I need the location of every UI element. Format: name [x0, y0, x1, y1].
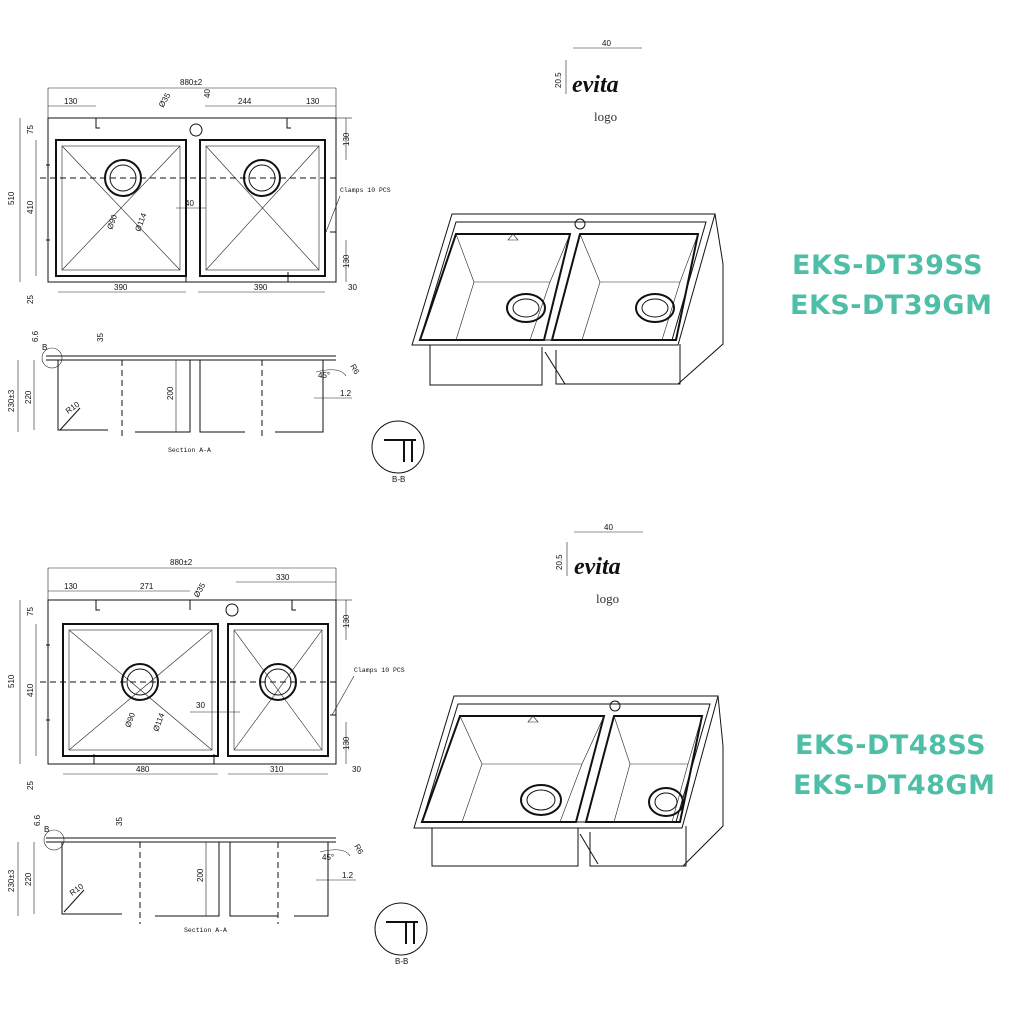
logo-width-dim: 40: [604, 523, 613, 532]
dim-section-angle: 45°: [322, 853, 334, 862]
model-label-dt39gm: EKS-DT39GM: [790, 290, 993, 321]
dim-section-rim: 35: [96, 333, 105, 342]
dim-section-total: 230±3: [7, 869, 16, 892]
brand-logo: evita: [574, 554, 621, 580]
dim-height-bottom: 25: [26, 295, 35, 304]
dim-right-offset: 130: [306, 97, 320, 106]
dim-drain-inner: Ø90: [123, 711, 137, 729]
dim-center-gap: 30: [196, 701, 205, 710]
section-label: Section A-A: [184, 927, 227, 934]
dim-height-inner: 410: [26, 683, 35, 697]
dim-section-r: R6: [348, 363, 361, 377]
logo-height-dim: 20.5: [555, 554, 564, 570]
logo-height-dim: 20.5: [554, 72, 563, 88]
dim-bowl1-width: 390: [114, 283, 128, 292]
dim-section-lip: 6.6: [33, 814, 42, 826]
dim-height-total: 510: [7, 191, 16, 205]
bottom-logo-block: 40 20.5 evita logo: [555, 523, 643, 606]
dim-tap-hole: Ø35: [192, 581, 208, 599]
dim-section-lip: 6.6: [31, 330, 40, 342]
model-label-dt48ss: EKS-DT48SS: [795, 730, 987, 761]
dim-height-total: 510: [7, 674, 16, 688]
dim-section-rim: 35: [115, 817, 124, 826]
dim-right-end: 30: [348, 283, 357, 292]
dim-section-r: R6: [352, 843, 365, 857]
dim-section-angle: 45°: [318, 371, 330, 380]
dim-right-bottom: 130: [342, 736, 351, 750]
logo-caption: logo: [594, 109, 617, 124]
dim-height-top: 75: [26, 125, 35, 134]
dim-drain-inner: Ø90: [105, 213, 119, 231]
dim-section-thickness: 1.2: [340, 389, 352, 398]
dim-section-total: 230±3: [7, 389, 16, 412]
top-plan-view: 880±2 130 244 130 Ø35 40 40 Ø90: [7, 78, 391, 304]
dim-section-radius: R10: [64, 400, 82, 416]
dim-section-depth: 220: [24, 390, 33, 404]
bottom-plan-view: 880±2 130 271 330 Ø35 30 Ø90 Ø114 510 41…: [7, 558, 405, 790]
dim-right-offset: 330: [276, 573, 290, 582]
dim-mid-offset: 244: [238, 97, 252, 106]
model-label-dt39ss: EKS-DT39SS: [792, 250, 984, 281]
dim-section-thickness: 1.2: [342, 871, 354, 880]
dim-section-divider: 200: [196, 868, 205, 882]
dim-hole-offset: 40: [203, 89, 212, 98]
dim-overall-width: 880±2: [170, 558, 193, 567]
dim-bowl1-width: 480: [136, 765, 150, 774]
dim-center-gap: 40: [185, 199, 194, 208]
dim-bowl2-width: 390: [254, 283, 268, 292]
dim-left-offset: 130: [64, 97, 78, 106]
dim-drain-outer: Ø114: [133, 211, 148, 232]
logo-width-dim: 40: [602, 39, 611, 48]
top-sink-isometric: [411, 213, 724, 386]
dim-mid-offset: 271: [140, 582, 154, 591]
detail-label: B-B: [395, 957, 408, 966]
bottom-sink-isometric: [413, 695, 724, 867]
dim-height-bottom: 25: [26, 781, 35, 790]
dim-height-top: 75: [26, 607, 35, 616]
section-b-marker: B: [44, 825, 49, 834]
dim-right-bottom: 130: [342, 254, 351, 268]
dim-section-depth: 220: [24, 872, 33, 886]
dim-right-top: 130: [342, 132, 351, 146]
clamps-note: Clamps 10 PCS: [354, 667, 405, 674]
clamps-note: Clamps 10 PCS: [340, 187, 391, 194]
dim-right-top: 130: [342, 614, 351, 628]
dim-left-offset: 130: [64, 582, 78, 591]
dim-tap-hole: Ø35: [157, 91, 173, 109]
top-section-view: B 6.6 35 230±3 220 200 R10 45° R6 1.2 Se…: [7, 330, 425, 484]
brand-logo: evita: [572, 72, 619, 98]
logo-caption: logo: [596, 591, 619, 606]
section-b-marker: B: [42, 343, 47, 352]
bottom-section-view: B 6.6 35 230±3 220 200 R10 45° R6 1.2 Se…: [7, 814, 428, 966]
dim-right-end: 30: [352, 765, 361, 774]
detail-label: B-B: [392, 475, 405, 484]
dim-overall-width: 880±2: [180, 78, 203, 87]
dim-bowl2-width: 310: [270, 765, 284, 774]
model-label-dt48gm: EKS-DT48GM: [793, 770, 996, 801]
dim-drain-outer: Ø114: [151, 711, 166, 732]
dim-section-radius: R10: [68, 882, 86, 898]
dim-section-divider: 200: [166, 386, 175, 400]
dim-height-inner: 410: [26, 200, 35, 214]
section-label: Section A-A: [168, 447, 211, 454]
top-logo-block: 40 20.5 evita logo: [554, 39, 642, 124]
